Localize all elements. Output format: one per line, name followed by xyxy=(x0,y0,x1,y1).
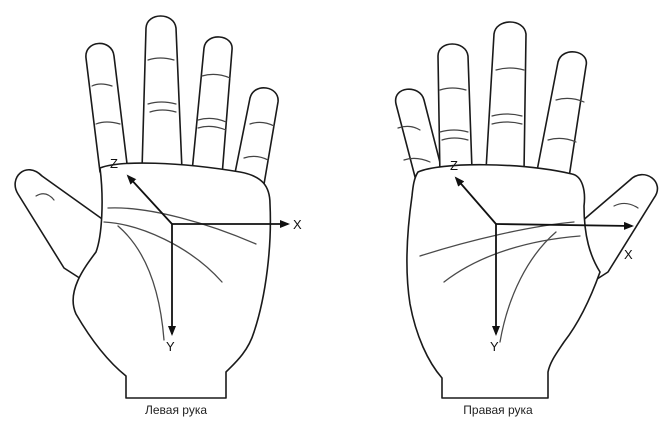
right-x-axis-label: X xyxy=(624,247,633,262)
right-y-axis-label: Y xyxy=(490,339,499,354)
left-ring-finger xyxy=(192,37,232,176)
left-x-axis-label: X xyxy=(293,217,302,232)
left-middle-finger xyxy=(142,16,182,170)
right-palm xyxy=(407,165,600,398)
left-index-finger xyxy=(86,43,128,172)
left-z-axis-label: Z xyxy=(110,156,118,171)
right-index-finger xyxy=(536,52,586,184)
right-hand: X Y Z Правая рука xyxy=(396,22,658,417)
left-hand: X Y Z Левая рука xyxy=(15,16,302,417)
right-z-axis-label: Z xyxy=(450,158,458,173)
right-middle-finger xyxy=(486,22,526,172)
left-hand-caption: Левая рука xyxy=(145,403,207,417)
left-y-axis-label: Y xyxy=(166,339,175,354)
right-hand-caption: Правая рука xyxy=(463,403,533,417)
